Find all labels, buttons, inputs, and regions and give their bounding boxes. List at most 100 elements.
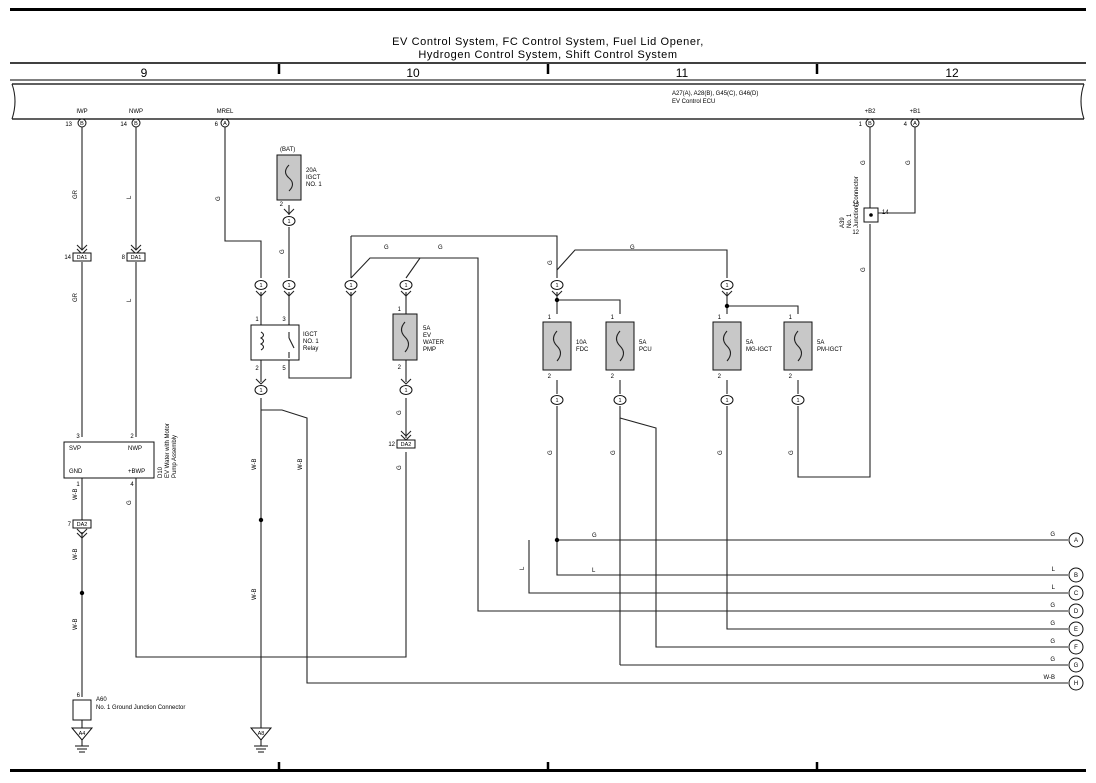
svg-text:5A: 5A <box>423 326 430 332</box>
svg-text:1: 1 <box>859 122 863 128</box>
svg-text:+BWP: +BWP <box>128 469 145 475</box>
svg-text:G: G <box>280 249 286 254</box>
fuse-pm-igct: 1 2 5A PM-IGCT <box>783 315 843 380</box>
fuse-igct-no1: (BAT) 20A IGCT NO. 1 2 1 <box>276 147 322 226</box>
svg-text:W-B: W-B <box>252 458 258 470</box>
splice-dot <box>258 517 264 523</box>
ecu-pin-label: IWP <box>76 109 87 115</box>
svg-text:G: G <box>718 450 724 455</box>
svg-text:W-B: W-B <box>73 548 79 560</box>
svg-text:E: E <box>1074 627 1078 633</box>
svg-text:C: C <box>1074 591 1079 597</box>
svg-text:D10: D10 <box>158 466 164 478</box>
svg-text:8: 8 <box>122 255 126 261</box>
svg-text:G: G <box>397 465 403 470</box>
svg-text:Relay: Relay <box>303 346 318 352</box>
svg-text:G: G <box>1050 532 1055 538</box>
svg-text:L: L <box>127 298 133 302</box>
water-pump-assembly: 3 2 SVP NWP GND +BWP 1 4 D10 EV Water wi… <box>63 423 178 488</box>
svg-text:1: 1 <box>718 315 722 321</box>
svg-text:A60: A60 <box>96 697 107 703</box>
splice-dot <box>79 590 85 596</box>
output-terminal: L B <box>1052 567 1084 583</box>
svg-text:1: 1 <box>404 283 407 289</box>
svg-text:MG-IGCT: MG-IGCT <box>746 347 772 353</box>
svg-text:D: D <box>1074 609 1079 615</box>
output-terminal: G G <box>1050 657 1084 673</box>
ecu-pin-label: MREL <box>217 109 234 115</box>
svg-text:PMP: PMP <box>423 347 436 353</box>
svg-text:1: 1 <box>725 283 728 289</box>
svg-text:A: A <box>1074 538 1078 544</box>
ecu-part-numbers: A27(A), A28(B), G45(C), G46(D) <box>672 91 758 97</box>
wires <box>81 127 1068 728</box>
fuse-pcu: 1 2 5A PCU <box>605 315 652 380</box>
svg-text:G: G <box>548 260 554 265</box>
diagram-title-line2: Hydrogen Control System, Shift Control S… <box>418 49 677 61</box>
splice-dot <box>554 297 560 303</box>
svg-text:IGCT: IGCT <box>306 175 321 181</box>
inline-connector: 1 <box>282 280 296 297</box>
output-terminal: G F <box>1050 639 1084 655</box>
svg-text:G: G <box>127 500 133 505</box>
svg-text:1: 1 <box>398 307 402 313</box>
output-terminal: G D <box>1050 603 1084 619</box>
junction-connector-da2: DA2 7 <box>68 519 92 539</box>
inline-connector: 1 <box>344 280 358 297</box>
inline-connector: 1 <box>550 395 564 405</box>
svg-text:(BAT): (BAT) <box>280 147 295 153</box>
svg-text:14: 14 <box>882 210 889 216</box>
ecu-pin: 14 B <box>120 118 141 128</box>
bottom-border <box>10 769 1086 772</box>
svg-text:DA1: DA1 <box>131 255 142 261</box>
svg-text:L: L <box>1052 585 1056 591</box>
svg-text:G: G <box>1074 663 1079 669</box>
svg-text:1: 1 <box>255 317 259 323</box>
ecu-name: EV Control ECU <box>672 99 715 105</box>
ecu-pin-label: +B1 <box>910 109 922 115</box>
junction-connector-da2: DA2 12 <box>388 430 416 449</box>
junction-connector-da1: DA1 8 <box>122 244 146 262</box>
top-border <box>10 8 1086 11</box>
svg-text:1: 1 <box>725 398 728 404</box>
output-terminal: L C <box>1052 585 1084 601</box>
svg-text:FDC: FDC <box>576 347 589 353</box>
inline-connector: 1 <box>720 280 734 297</box>
svg-text:1: 1 <box>349 283 352 289</box>
svg-text:G: G <box>789 450 795 455</box>
junction-connector-da1: DA1 14 <box>64 244 92 262</box>
ecu-pin: 1 B <box>859 118 875 128</box>
svg-text:GR: GR <box>73 189 79 199</box>
inline-connector: 1 <box>254 378 268 395</box>
svg-text:2: 2 <box>255 366 259 372</box>
output-terminal: G A <box>1050 532 1084 548</box>
svg-text:L: L <box>1052 567 1056 573</box>
svg-text:1: 1 <box>287 283 290 289</box>
svg-text:A39: A39 <box>840 217 846 228</box>
svg-text:PM-IGCT: PM-IGCT <box>817 347 843 353</box>
ecu-pin: 6 A <box>215 118 230 128</box>
svg-text:NO. 1: NO. 1 <box>303 339 319 345</box>
svg-text:G: G <box>861 267 867 272</box>
svg-text:1: 1 <box>548 315 552 321</box>
inline-connector: 1 <box>254 280 268 297</box>
svg-text:4: 4 <box>130 482 134 488</box>
svg-text:G: G <box>1050 657 1055 663</box>
svg-text:G: G <box>384 245 389 251</box>
inline-connector: 1 <box>613 395 627 405</box>
output-terminal: G E <box>1050 621 1084 637</box>
ecu-pin: 4 A <box>904 118 920 128</box>
svg-text:G: G <box>1050 621 1055 627</box>
svg-text:PCU: PCU <box>639 347 652 353</box>
splice-dot <box>724 303 730 309</box>
relay-igct-no1: 1 3 2 5 IGCT NO. 1 Relay <box>250 317 319 372</box>
svg-text:2: 2 <box>280 202 284 208</box>
svg-text:3: 3 <box>282 317 286 323</box>
svg-text:DA2: DA2 <box>401 442 412 448</box>
svg-text:G: G <box>438 245 443 251</box>
svg-text:1: 1 <box>555 398 558 404</box>
fuse-mg-igct: 1 2 5A MG-IGCT <box>712 315 772 380</box>
column-number: 10 <box>406 66 420 80</box>
svg-text:Pump Assembly: Pump Assembly <box>172 435 178 478</box>
